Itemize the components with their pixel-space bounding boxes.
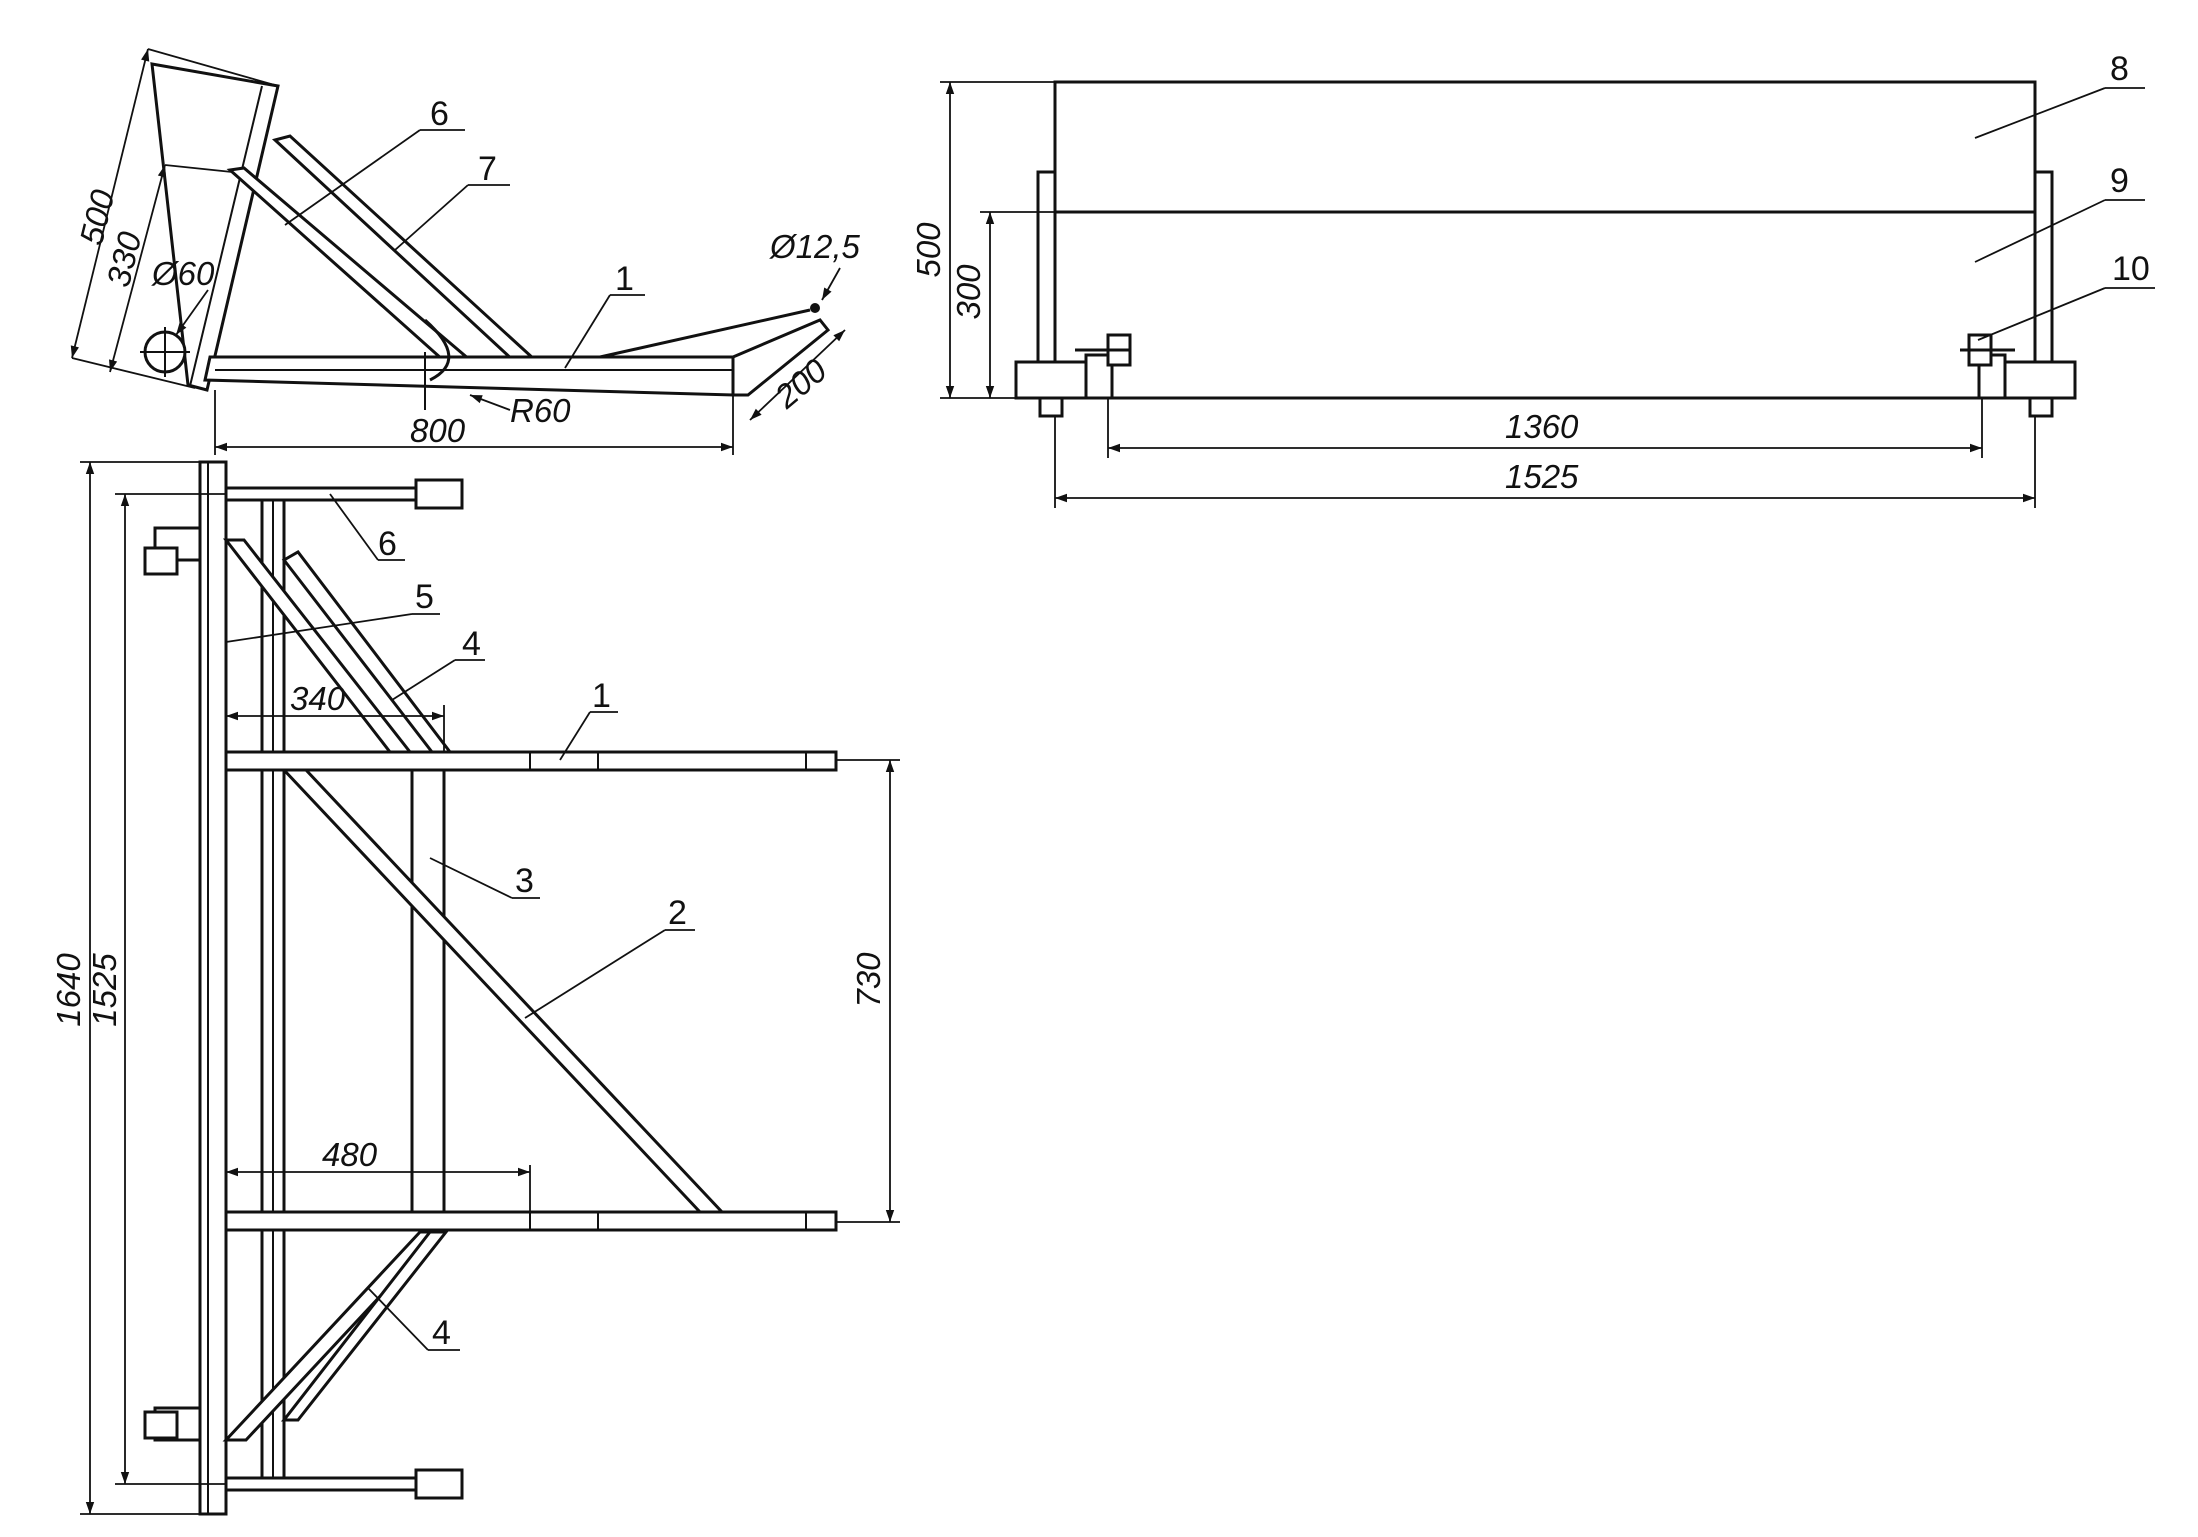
part-3-plan: 3 — [515, 862, 534, 900]
part-1-plan: 1 — [592, 677, 611, 715]
dim-340: 340 — [290, 680, 346, 717]
dim-d60: Ø60 — [151, 255, 215, 292]
ext-line-330 — [164, 164, 233, 173]
part-1-side: 1 — [615, 260, 634, 298]
dim-1525-front: 1525 — [1505, 458, 1579, 495]
ext-line-500-bottom — [71, 357, 196, 389]
strut-6-bottom — [224, 1476, 418, 1492]
leader-front-10 — [1977, 287, 2106, 341]
base-block-right — [2003, 360, 2077, 400]
leader-part-7 — [394, 184, 469, 251]
leader-plan-6 — [329, 493, 379, 561]
front-view: 500 300 1360 1525 8 9 10 — [910, 50, 2155, 508]
leader-plan-2 — [524, 929, 666, 1019]
leader-plan-3 — [429, 857, 513, 899]
dim-line-200 — [749, 329, 846, 421]
part-6-side: 6 — [430, 95, 449, 133]
diagonal-2 — [280, 768, 726, 1214]
part-7-side: 7 — [478, 150, 497, 188]
r60-arc — [424, 318, 451, 382]
dim-800: 800 — [410, 412, 466, 449]
leader-d60 — [175, 289, 209, 336]
dim-1640: 1640 — [50, 953, 87, 1027]
part-2-plan: 2 — [668, 894, 687, 932]
ramp-top-line — [599, 308, 811, 359]
dim-1525-plan: 1525 — [86, 953, 123, 1027]
part-6-plan: 6 — [378, 525, 397, 563]
base-foot-right — [2028, 396, 2054, 418]
plan-view: 1640 1525 340 480 730 6 5 4 1 3 — [50, 460, 900, 1516]
dim-300: 300 — [950, 264, 987, 320]
bracket-top-nut — [143, 546, 179, 576]
side-view: 500 330 Ø60 Ø12,5 200 R60 800 6 7 1 — [70, 48, 861, 455]
dim-480: 480 — [322, 1136, 378, 1173]
dim-1360: 1360 — [1505, 408, 1579, 445]
leader-r60 — [469, 394, 511, 411]
leader-part-6 — [284, 129, 421, 226]
part-5-plan: 5 — [415, 578, 434, 616]
dim-d12: Ø12,5 — [769, 228, 861, 265]
leader-front-8 — [1974, 87, 2106, 139]
dim-730: 730 — [850, 952, 887, 1008]
strut-6-top — [224, 486, 418, 502]
ext-line-500-top — [147, 48, 279, 87]
leader-plan-4a — [391, 659, 456, 701]
strut-6-bottom-end — [414, 1468, 464, 1500]
brace-4-bottom-inner — [280, 1230, 450, 1422]
board-8 — [1053, 80, 2037, 214]
back-board-inner-edge — [189, 85, 263, 387]
brace-4-top-outer — [222, 538, 414, 754]
dim-r60: R60 — [510, 392, 571, 429]
base-block-left — [1014, 360, 1088, 400]
bracket-bottom-nut — [143, 1410, 179, 1440]
leader-part-1 — [564, 294, 611, 369]
dim-line-330 — [109, 164, 166, 373]
part-4a-plan: 4 — [462, 625, 481, 663]
leader-plan-5 — [225, 613, 413, 643]
column-3 — [410, 768, 446, 1214]
side-bracket-right — [2033, 170, 2054, 364]
part-4b-plan: 4 — [432, 1314, 451, 1352]
part-8-front: 8 — [2110, 50, 2129, 88]
strut-6-top-end — [414, 478, 464, 510]
dim-500-front: 500 — [910, 222, 947, 278]
leader-plan-4b — [367, 1287, 429, 1351]
base-foot-left — [1038, 396, 1064, 418]
pin-hole — [810, 303, 820, 313]
part-10-front: 10 — [2112, 250, 2150, 288]
board-9 — [1053, 210, 2037, 400]
back-board — [150, 62, 280, 392]
base-beam — [203, 355, 735, 397]
long-board — [198, 460, 228, 1516]
side-bracket-left — [1036, 170, 1057, 364]
leader-d12 — [821, 267, 841, 301]
part-9-front: 9 — [2110, 162, 2129, 200]
leader-front-9 — [1974, 199, 2106, 263]
leader-plan-1 — [559, 711, 591, 761]
